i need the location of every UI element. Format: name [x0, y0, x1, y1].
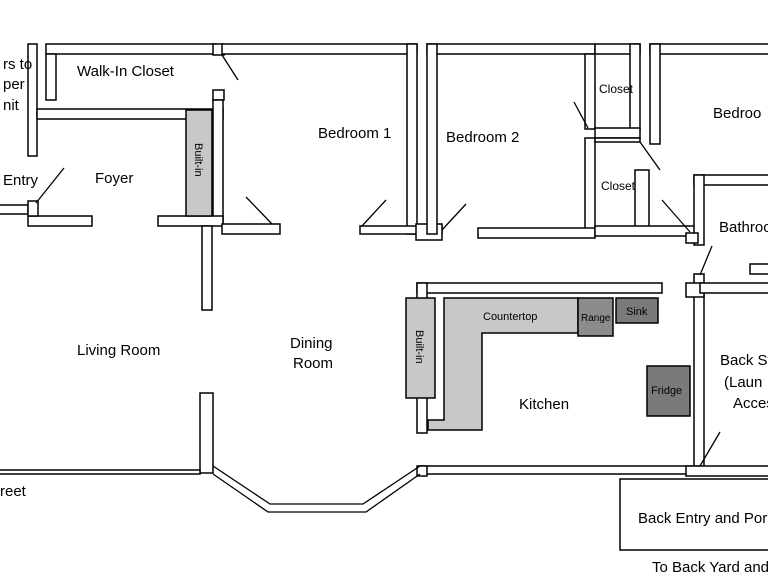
label-stairs-1: rs to [3, 56, 32, 73]
wall-bath-bottom [749, 263, 768, 275]
door-bed2 [441, 203, 467, 231]
door-closet2 [639, 141, 661, 171]
wall-bath-left [693, 174, 705, 246]
label-countertop: Countertop [483, 311, 537, 323]
wall-closet2-right [634, 169, 650, 231]
wall-closet-top [45, 43, 217, 55]
wall-bed2-right-lower [584, 137, 596, 235]
label-bedroom3: Bedroo [713, 105, 761, 122]
fridge [646, 365, 691, 417]
label-stairs-3: nit [3, 97, 20, 114]
label-range: Range [581, 313, 611, 324]
wall-bed1-top [221, 43, 418, 55]
wall-bed2-right-upper [584, 53, 596, 130]
label-entry: Entry [3, 172, 39, 189]
label-builtin-kitchen: Built-in [413, 330, 425, 364]
wall-entry-left [0, 204, 29, 215]
label-living-room: Living Room [77, 342, 160, 359]
walls [0, 43, 768, 551]
label-sink: Sink [626, 306, 648, 318]
label-stairs-2: per [3, 76, 25, 93]
wall-backstairs-bottom [685, 465, 768, 477]
wall-stair-right [27, 43, 38, 157]
wall-entry-jamb [27, 200, 39, 217]
door-bed1 [245, 196, 273, 225]
fixtures [185, 109, 691, 431]
wall-bed2-top [426, 43, 596, 55]
wall-dining-stub [199, 392, 214, 474]
wall-bed1-right [406, 43, 418, 235]
builtin-kitchen [405, 297, 436, 399]
wall-porch-inner [626, 484, 768, 545]
wall-bed2-left [426, 43, 438, 235]
wall-kitchen-jamb [416, 465, 428, 477]
wall-bed3-bottom [693, 174, 768, 186]
label-walk-in-closet: Walk-In Closet [77, 63, 175, 80]
wall-foyer-bottom [157, 215, 224, 227]
labels: rs to per nit Walk-In Closet Bedroom 1 B… [0, 56, 768, 576]
wall-foyer-right [212, 99, 224, 226]
label-bedroom2: Bedroom 2 [446, 129, 519, 146]
wall-street [0, 469, 201, 475]
door-entry [35, 167, 65, 204]
label-kitchen: Kitchen [519, 396, 569, 413]
door-bath [661, 199, 691, 233]
door-backstairs [699, 431, 721, 467]
label-dining-2: Room [293, 355, 333, 372]
wall-kitchen-top [416, 282, 663, 294]
sink [615, 297, 659, 324]
label-dining-1: Dining [290, 335, 333, 352]
label-closet-top: Closet [599, 82, 634, 96]
door-swings [35, 54, 721, 467]
label-foyer: Foyer [95, 170, 133, 187]
door-closet1 [573, 101, 589, 129]
label-closet-mid: Closet [601, 179, 636, 193]
door-walkin [221, 54, 239, 81]
bay-window [212, 465, 421, 505]
bay-window-outer [212, 473, 421, 513]
wall-closet-left [45, 53, 57, 101]
wall-bed1-bottom [221, 223, 281, 235]
label-back-yard: To Back Yard and [652, 559, 768, 576]
label-builtin-foyer: Built-in [192, 143, 204, 177]
label-back-entry: Back Entry and Por [638, 510, 767, 527]
wall-closet1-bottom [594, 127, 641, 139]
range [577, 297, 614, 337]
wall-kitchen-right [693, 273, 705, 475]
label-bathroom: Bathroo [719, 219, 768, 236]
wall-closet-jamb2 [212, 89, 225, 101]
wall-closet2-top [594, 137, 641, 143]
label-street: reet [0, 483, 27, 500]
wall-backstairs-top [699, 282, 768, 294]
label-fridge: Fridge [651, 385, 682, 397]
wall-closet2-bottom [594, 225, 696, 237]
door-bed1b [361, 199, 387, 227]
wall-bed2-bottom [477, 227, 596, 239]
wall-kitchen-bottom [419, 465, 701, 475]
label-backstairs-3: Acces [733, 395, 768, 412]
label-backstairs-2: (Laun [724, 374, 762, 391]
label-bedroom1: Bedroom 1 [318, 125, 391, 142]
wall-bed3-left [649, 43, 661, 145]
builtin-foyer [185, 109, 213, 217]
wall-bath-jamb [685, 232, 699, 244]
label-backstairs-1: Back St [720, 352, 768, 369]
wall-living-stub [201, 225, 213, 311]
wall-bed3-top [649, 43, 768, 55]
wall-entry-right [27, 215, 93, 227]
door-bath2 [699, 245, 713, 276]
